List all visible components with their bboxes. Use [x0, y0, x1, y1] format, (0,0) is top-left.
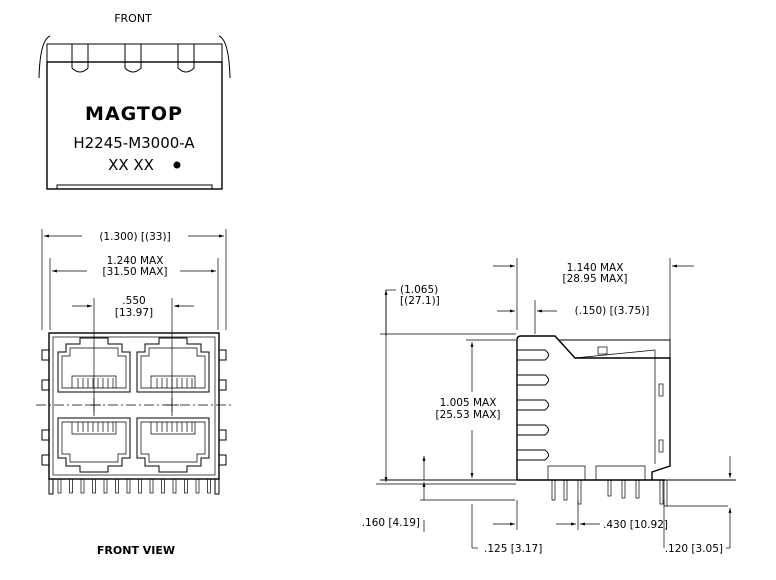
front-leg — [69, 478, 73, 494]
port-contact-pins — [77, 378, 193, 432]
front-leg — [92, 478, 96, 494]
side-spring-contacts — [517, 349, 549, 461]
pin1-dot-icon — [173, 161, 181, 169]
dim-pin-a: .125 [3.17] — [484, 543, 542, 555]
dim-pin-c: .120 [3.05] — [665, 543, 723, 555]
pcb-pin — [563, 479, 568, 501]
front-right-tab — [218, 35, 231, 79]
front-leg — [103, 478, 108, 494]
front-leg — [80, 478, 85, 494]
front-leg — [161, 478, 165, 494]
dim-side-offset: (.150) [(3.75)] — [575, 305, 650, 317]
pcb-pin — [577, 479, 582, 505]
dim-overall-width: (1.300) [(33)] — [99, 231, 170, 243]
dim-pitch-mm: [13.97] — [115, 307, 153, 319]
front-spring-finger — [177, 44, 195, 73]
front-leg-end — [48, 479, 54, 495]
front-bottom-legs — [48, 478, 220, 495]
ground-tab — [218, 454, 227, 466]
front-leg — [126, 478, 131, 494]
pcb-pin — [607, 479, 612, 497]
front-leg — [184, 478, 188, 494]
pcb-pin — [635, 479, 640, 499]
date-code: XX XX — [108, 156, 154, 174]
front-view-shield-inner — [52, 336, 216, 476]
side-tab-slot — [658, 439, 664, 453]
spring-contact — [517, 374, 549, 386]
spring-contact — [517, 349, 549, 361]
pcb-pin — [659, 479, 664, 505]
side-tab-slot — [658, 383, 664, 397]
spring-contact — [517, 449, 549, 461]
front-leg — [172, 478, 177, 494]
spring-contact — [517, 424, 549, 436]
dim-side-height-mm: [25.53 MAX] — [435, 409, 500, 421]
side-latch-icon — [597, 346, 608, 355]
standoff-block — [547, 465, 586, 480]
ground-tab — [218, 379, 227, 391]
front-spring-finger — [124, 44, 142, 73]
front-leg — [207, 478, 211, 494]
pcb-pin — [621, 479, 626, 499]
side-housing-inner — [574, 349, 656, 464]
front-label: FRONT — [114, 12, 152, 25]
rj45-port-bottom-left — [57, 417, 131, 473]
front-top-view: FRONT MAGTOP H2245-M3000-A XX XX — [38, 12, 231, 190]
front-view-shield — [48, 332, 220, 480]
dim-side-width-in: 1.140 MAX — [567, 262, 624, 274]
dim-pitch-in: .550 — [122, 295, 145, 307]
dim-side-ref-in: (1.065) — [400, 284, 438, 296]
ground-tab — [41, 349, 50, 361]
front-leg — [57, 478, 62, 494]
front-leg-end — [214, 479, 220, 495]
front-view: (1.300) [(33)] 1.240 MAX [31.50 MAX] .55… — [36, 229, 232, 557]
front-leg — [195, 478, 200, 494]
front-bottom-rail — [56, 184, 213, 189]
side-top-shield — [558, 339, 671, 358]
pcb-pin — [663, 479, 668, 507]
rj45-port-top-right — [136, 337, 210, 393]
dim-max-width-mm: [31.50 MAX] — [102, 266, 167, 278]
front-left-tab — [38, 35, 51, 79]
rj45-port-top-left — [57, 337, 131, 393]
dim-side-width-mm: [28.95 MAX] — [562, 273, 627, 285]
ground-tab — [218, 429, 227, 441]
front-leg — [149, 478, 154, 494]
side-pcb-pins — [551, 479, 668, 507]
dim-pin-b: .430 [10.92] — [603, 519, 668, 531]
standoff-block — [595, 465, 646, 480]
side-housing-outline — [516, 335, 671, 480]
front-view-title: FRONT VIEW — [97, 544, 175, 557]
dim-side-ref-mm: [(27.1)] — [400, 295, 440, 307]
front-top-shield — [46, 43, 223, 62]
front-leg — [138, 478, 142, 494]
dim-pin-length: .160 [4.19] — [362, 517, 420, 529]
dim-side-height-in: 1.005 MAX — [440, 397, 497, 409]
dim-max-width-in: 1.240 MAX — [107, 255, 164, 267]
ground-tab — [218, 349, 227, 361]
brand-logo-text: MAGTOP — [85, 103, 183, 125]
part-number: H2245-M3000-A — [73, 134, 195, 152]
front-body-outline — [46, 61, 223, 190]
front-spring-finger — [71, 44, 89, 73]
ground-tab — [41, 454, 50, 466]
spring-contact — [517, 399, 549, 411]
side-view: 1.140 MAX [28.95 MAX] (.150) [(3.75)] (1… — [362, 258, 736, 555]
ground-tab — [41, 429, 50, 441]
pcb-pin — [551, 479, 556, 501]
front-leg — [115, 478, 119, 494]
rj45-port-bottom-right — [136, 417, 210, 473]
ground-tab — [41, 379, 50, 391]
